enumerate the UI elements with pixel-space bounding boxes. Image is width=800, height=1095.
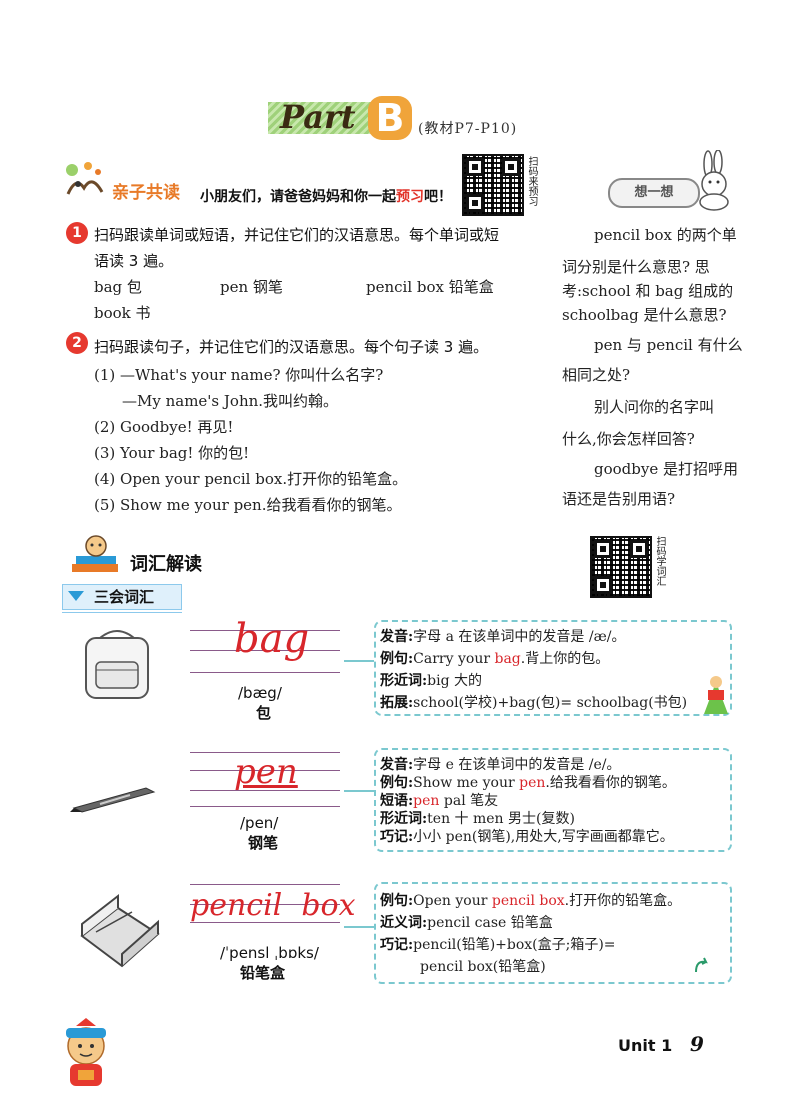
task-2-badge: 2	[66, 332, 88, 354]
sentence-3: (3) Your bag! 你的包!	[94, 444, 250, 462]
think-line-10: 语还是告别用语?	[562, 490, 676, 508]
word-pen: pen 钢笔	[220, 278, 283, 296]
bag-info-similar: 形近词:big 大的	[380, 673, 483, 689]
pen-guide-mid	[190, 770, 340, 771]
tab-underline	[62, 612, 182, 613]
sentence-5: (5) Show me your pen.给我看看你的钢笔。	[94, 496, 402, 514]
task-1-instruction-line2: 语读 3 遍。	[94, 252, 174, 270]
word-pencil-box: pencil box 铅笔盒	[366, 278, 494, 296]
think-line-4: schoolbag 是什么意思?	[562, 306, 727, 324]
family-reading-tip: 小朋友们，请爸爸妈妈和你一起预习吧！	[200, 186, 452, 206]
think-line-5: pen 与 pencil 有什么	[594, 336, 743, 354]
pencil-box-info-example: 例句:Open your pencil box.打开你的铅笔盒。	[380, 893, 682, 909]
pen-meaning: 钢笔	[248, 834, 279, 852]
pencil-box-meaning: 铅笔盒	[240, 964, 286, 982]
task-1-instruction-line1: 扫码跟读单词或短语，并记住它们的汉语意思。每个单词或短	[94, 226, 500, 244]
pen-info-example: 例句:Show me your pen.给我看看你的钢笔。	[380, 775, 676, 791]
pen-info-memory: 巧记:小小 pen(钢笔),用处大,写字画画都靠它。	[380, 829, 674, 845]
task-2-instruction: 扫码跟读句子，并记住它们的汉语意思。每个句子读 3 遍。	[94, 338, 489, 356]
sentence-1a: (1) —What's your name? 你叫什么名字?	[94, 366, 384, 384]
pen-connector	[344, 790, 374, 792]
pen-guide-bottom	[190, 806, 340, 807]
tab-triangle-icon	[68, 591, 84, 601]
vocab-title: 词汇解读	[130, 554, 202, 575]
sentence-4: (4) Open your pencil box.打开你的铅笔盒。	[94, 470, 408, 488]
backpack-icon	[85, 630, 149, 699]
vocab-qr-code[interactable]	[590, 536, 652, 598]
pen-guide-top	[190, 752, 340, 753]
word-bag: bag 包	[94, 278, 142, 296]
pen-info-phrase: 短语:pen pal 笔友	[380, 793, 499, 809]
pencil-box-icon	[80, 893, 160, 968]
pencil-box-info-memory: 巧记:pencil(铅笔)+box(盒子;箱子)=	[380, 937, 616, 953]
think-line-6: 相同之处?	[562, 366, 631, 384]
tip-suffix: 吧！	[424, 189, 452, 205]
pencil-box-info-memory-cont: pencil box(铅笔盒)	[420, 959, 546, 975]
sentence-1b: —My name's John.我叫约翰。	[122, 392, 339, 410]
family-reading-logo-icon	[66, 162, 104, 195]
pen-info-pronunciation: 发音:字母 e 在该单词中的发音是 /e/。	[380, 757, 621, 773]
task-1-badge: 1	[66, 222, 88, 244]
pencil-box-connector	[344, 926, 374, 928]
bag-connector	[344, 660, 374, 662]
bag-info-example: 例句:Carry your bag.背上你的包。	[380, 651, 610, 667]
textbook-reference: (教材P7-P10)	[418, 121, 518, 137]
pen-info-box	[374, 748, 732, 852]
pen-guide-base	[190, 790, 340, 791]
bag-script-word: bag	[234, 616, 310, 662]
pen-icon	[70, 787, 156, 813]
bag-meaning: 包	[256, 704, 272, 722]
footer-page-number: 9	[690, 1032, 704, 1056]
vocab-qr-label: 扫码学词汇	[654, 536, 665, 586]
footer-unit: Unit 1	[618, 1036, 673, 1055]
think-line-7: 别人问你的名字叫	[594, 398, 715, 416]
think-line-9: goodbye 是打招呼用	[594, 460, 738, 478]
bag-info-extension: 拓展:school(学校)+bag(包)= schoolbag(书包)	[380, 695, 688, 711]
pencilbox-guide-top	[190, 884, 340, 885]
pen-info-similar: 形近词:ten 十 men 男士(复数)	[380, 811, 575, 827]
banner-stripe	[268, 102, 378, 134]
bag-guide-base	[190, 672, 340, 673]
preview-qr-label: 扫码来预习	[526, 156, 537, 206]
part-letter: B	[368, 96, 412, 140]
think-line-8: 什么,你会怎样回答?	[562, 430, 695, 448]
tip-prefix: 小朋友们，请爸爸妈妈和你一起	[200, 189, 396, 205]
mascot-icon	[66, 1018, 106, 1086]
bag-ipa: /bæg/	[238, 684, 282, 702]
think-badge: 想一想	[608, 178, 700, 208]
think-line-3: 考:school 和 bag 组成的	[562, 282, 734, 300]
pen-script-word: pen	[234, 752, 298, 792]
bag-info-box	[374, 620, 732, 716]
preview-qr-code[interactable]	[462, 154, 524, 216]
word-book: book 书	[94, 304, 151, 322]
family-reading-title: 亲子共读	[112, 183, 180, 203]
bag-guide-mid	[190, 650, 340, 651]
rabbit-icon	[699, 150, 729, 211]
pencil-box-info-box	[374, 882, 732, 984]
part-label: Part	[280, 98, 356, 136]
pencil-box-info-synonym: 近义词:pencil case 铅笔盒	[380, 915, 553, 931]
think-line-2: 词分别是什么意思? 思	[562, 258, 710, 276]
pencil-box-ipa: /ˈpensl ˌbɒks/	[220, 944, 319, 962]
tip-highlight: 预习	[396, 189, 424, 205]
pencil-box-script-word: pencil box	[190, 888, 356, 923]
curl-arrow-icon	[695, 957, 708, 973]
sentence-2: (2) Goodbye! 再见!	[94, 418, 234, 436]
pencilbox-guide-base	[190, 922, 340, 923]
think-line-1: pencil box 的两个单	[594, 226, 737, 244]
bag-guide-top	[190, 630, 340, 631]
pen-ipa: /pen/	[240, 814, 279, 832]
vocab-tab-label: 三会词汇	[94, 588, 155, 606]
bag-info-pronunciation: 发音:字母 a 在该单词中的发音是 /æ/。	[380, 629, 626, 645]
pencilbox-guide-mid	[190, 904, 340, 905]
vocab-books-icon	[72, 535, 118, 572]
reading-child-icon	[704, 676, 728, 714]
part-b-banner: Part B	[268, 96, 414, 140]
